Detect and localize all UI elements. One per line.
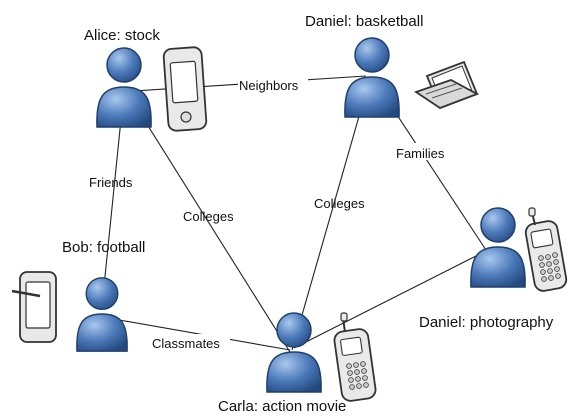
label-colleges-right: Colleges	[314, 196, 365, 211]
label-daniel-basketball: Daniel: basketball	[305, 13, 423, 30]
tablet-stylus-icon	[11, 271, 57, 343]
label-carla: Carla: action movie	[218, 398, 346, 415]
label-alice: Alice: stock	[84, 27, 160, 44]
mobile-phone-icon-carla	[333, 312, 377, 402]
label-colleges-left: Colleges	[183, 209, 234, 224]
relation-labels: Neighbors Friends Colleges Colleges Fami…	[89, 76, 455, 351]
label-neighbors: Neighbors	[239, 78, 299, 93]
label-daniel-photography: Daniel: photography	[419, 314, 554, 331]
label-families: Families	[396, 146, 445, 161]
edge-daniel-carla	[291, 77, 371, 351]
relation-edges	[101, 75, 487, 353]
person-icon-daniel-basketball	[344, 37, 400, 118]
label-bob: Bob: football	[62, 239, 145, 256]
edge-carla-daniel-photo	[293, 255, 477, 349]
person-icon-alice	[96, 47, 152, 128]
laptop-icon	[413, 60, 480, 110]
edge-alice-carla	[127, 93, 291, 353]
person-labels: Alice: stock Daniel: basketball Bob: foo…	[62, 13, 554, 415]
person-icon-bob	[76, 277, 128, 352]
person-icon-daniel-photography	[470, 207, 526, 288]
person-icon-carla	[266, 312, 322, 393]
label-friends: Friends	[89, 175, 133, 190]
label-classmates: Classmates	[152, 336, 220, 351]
tablet-device-icon	[162, 46, 208, 132]
mobile-phone-icon-daniel	[524, 207, 568, 292]
